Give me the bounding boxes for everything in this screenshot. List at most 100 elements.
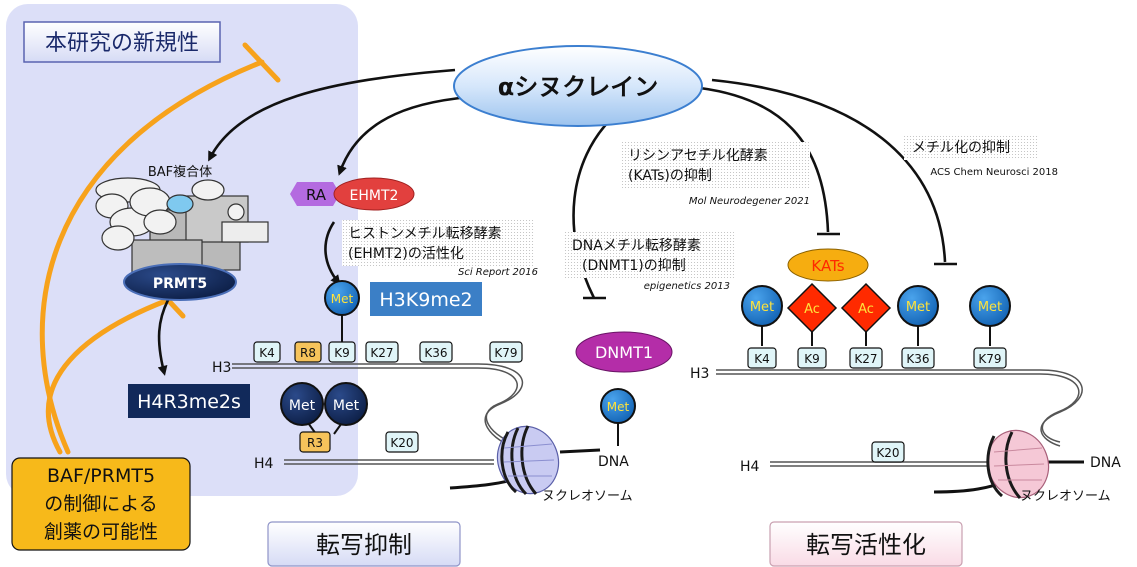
svg-text:K9: K9 <box>804 352 820 366</box>
prmt5-label: PRMT5 <box>153 276 207 292</box>
left-h4-tail <box>284 459 494 465</box>
right-residue-k9: K9 <box>797 347 827 369</box>
svg-text:R8: R8 <box>300 346 316 360</box>
baf-complex-label: BAF複合体 <box>148 164 212 180</box>
residue-r8: R8 <box>294 341 322 363</box>
methyl-reference: ACS Chem Neurosci 2018 <box>930 167 1058 178</box>
svg-text:K36: K36 <box>424 346 447 360</box>
transcription-repression-label: 転写抑制 <box>316 531 412 559</box>
baf-prmt5-line1: BAF/PRMT5 <box>47 465 155 487</box>
left-h3-tail <box>232 363 524 451</box>
right-dna-label: DNA <box>1090 455 1121 471</box>
right-residue-k20: K20 <box>871 441 905 463</box>
right-ac-k9: Ac <box>804 302 820 317</box>
orange-arc-inner <box>45 297 171 455</box>
kats-note: リシンアセチル化酵素 (KATs)の抑制 Mol Neurodegener 20… <box>622 142 810 207</box>
ehmt2-reference: Sci Report 2016 <box>458 267 538 278</box>
left-h4-label: H4 <box>254 456 274 472</box>
svg-text:K36: K36 <box>906 352 929 366</box>
ehmt2-note-line1: ヒストンメチル転移酵素 <box>348 226 502 242</box>
svg-text:K27: K27 <box>370 346 393 360</box>
svg-text:K20: K20 <box>876 446 899 460</box>
right-ac-k27: Ac <box>858 302 874 317</box>
svg-text:Met: Met <box>607 400 630 414</box>
alpha-synuclein-node: αシヌクレイン <box>453 45 703 127</box>
kats-node: KATs <box>787 248 869 282</box>
svg-text:K4: K4 <box>754 352 770 366</box>
alpha-synuclein-label: αシヌクレイン <box>498 73 659 101</box>
ehmt2-label: EHMT2 <box>350 188 399 204</box>
prmt5-node: PRMT5 <box>123 263 237 301</box>
left-h3-residues: K4 R8 K9 K27 K36 K79 <box>253 341 523 363</box>
right-met-k4: Met <box>750 300 774 315</box>
right-residue-k27: K27 <box>849 347 883 369</box>
novelty-label: 本研究の新規性 <box>45 31 199 56</box>
dnmt1-node: DNMT1 <box>575 331 673 373</box>
right-residue-k79: K79 <box>973 347 1007 369</box>
methyl-note: メチル化の抑制 ACS Chem Neurosci 2018 <box>904 134 1058 178</box>
dnmt1-reference: epigenetics 2013 <box>644 281 730 292</box>
baf-prmt5-line3: 創薬の可能性 <box>44 521 158 543</box>
baf-prmt5-line2: の制御による <box>44 493 157 515</box>
left-nucleosome-label: ヌクレオソーム <box>542 489 633 504</box>
h4r3-met-left: Met <box>289 398 316 414</box>
transcription-activation-label: 転写活性化 <box>806 531 926 559</box>
right-met-k36: Met <box>906 300 930 315</box>
right-met-k79: Met <box>978 300 1002 315</box>
right-residue-k4: K4 <box>747 347 777 369</box>
left-nucleosome <box>496 425 560 496</box>
baf-prmt5-drug-box: BAF/PRMT5 の制御による 創薬の可能性 <box>11 457 191 551</box>
arrow-to-ehmt2 <box>337 94 483 176</box>
arrow-to-baf <box>208 68 456 162</box>
kats-label: KATs <box>811 257 844 275</box>
residue-r3: R3 <box>307 436 323 450</box>
svg-text:K79: K79 <box>978 352 1001 366</box>
ehmt2-node: EHMT2 <box>333 177 415 211</box>
right-nucleosome <box>986 429 1050 499</box>
residue-k27: K27 <box>365 341 399 363</box>
svg-text:K20: K20 <box>390 436 413 450</box>
dnmt1-note: DNAメチル転移酵素 (DNMT1)の抑制 epigenetics 2013 <box>564 232 734 292</box>
right-h3-label: H3 <box>690 366 709 382</box>
transcription-repression-box: 転写抑制 <box>267 521 461 567</box>
residue-k9: K9 <box>328 341 356 363</box>
dna-met-node: Met <box>600 388 636 446</box>
dnmt1-note-line1: DNAメチル転移酵素 <box>572 238 701 254</box>
ehmt2-note-line2: (EHMT2)の活性化 <box>348 246 464 262</box>
arrow-prmt5-to-h4r3 <box>157 299 170 376</box>
right-h3-tail <box>716 369 1083 447</box>
right-h4-label: H4 <box>740 459 760 475</box>
svg-text:K27: K27 <box>854 352 877 366</box>
arrow-ehmt2-to-met <box>324 221 341 286</box>
h4r3-met-right: Met <box>333 398 360 414</box>
right-modifications: Met Ac Ac Met Met <box>741 282 1011 346</box>
h4r3me2s-label: H4R3me2s <box>137 391 241 413</box>
svg-text:K79: K79 <box>494 346 517 360</box>
dnmt1-label: DNMT1 <box>595 343 653 362</box>
arrow-to-methyl <box>711 78 947 263</box>
h3k9me2-label: H3K9me2 <box>379 289 472 311</box>
svg-text:K9: K9 <box>334 346 350 360</box>
residue-k4: K4 <box>253 341 281 363</box>
transcription-activation-box: 転写活性化 <box>769 521 963 567</box>
right-nucleosome-label: ヌクレオソーム <box>1020 489 1111 504</box>
dnmt1-note-line2: (DNMT1)の抑制 <box>582 258 686 274</box>
left-h3-label: H3 <box>212 360 231 376</box>
ehmt2-note: ヒストンメチル転移酵素 (EHMT2)の活性化 Sci Report 2016 <box>342 220 538 278</box>
svg-text:K4: K4 <box>259 346 275 360</box>
residue-k79: K79 <box>489 341 523 363</box>
left-dna-label: DNA <box>598 454 629 470</box>
kats-note-line1: リシンアセチル化酵素 <box>628 148 768 164</box>
novelty-label-box: 本研究の新規性 <box>23 21 221 63</box>
h3k9me2-box: H3K9me2 <box>370 282 482 316</box>
left-residue-k20: K20 <box>385 431 419 453</box>
kats-reference: Mol Neurodegener 2021 <box>689 196 810 207</box>
right-h3-residues: K4 K9 K27 K36 K79 <box>747 347 1007 369</box>
arrow-to-kats <box>699 86 830 233</box>
ra-label: RA <box>306 186 327 204</box>
met-h3k9-node: Met <box>324 280 360 342</box>
right-residue-k36: K36 <box>901 347 935 369</box>
kats-note-line2: (KATs)の抑制 <box>628 168 712 184</box>
residue-k36: K36 <box>419 341 453 363</box>
